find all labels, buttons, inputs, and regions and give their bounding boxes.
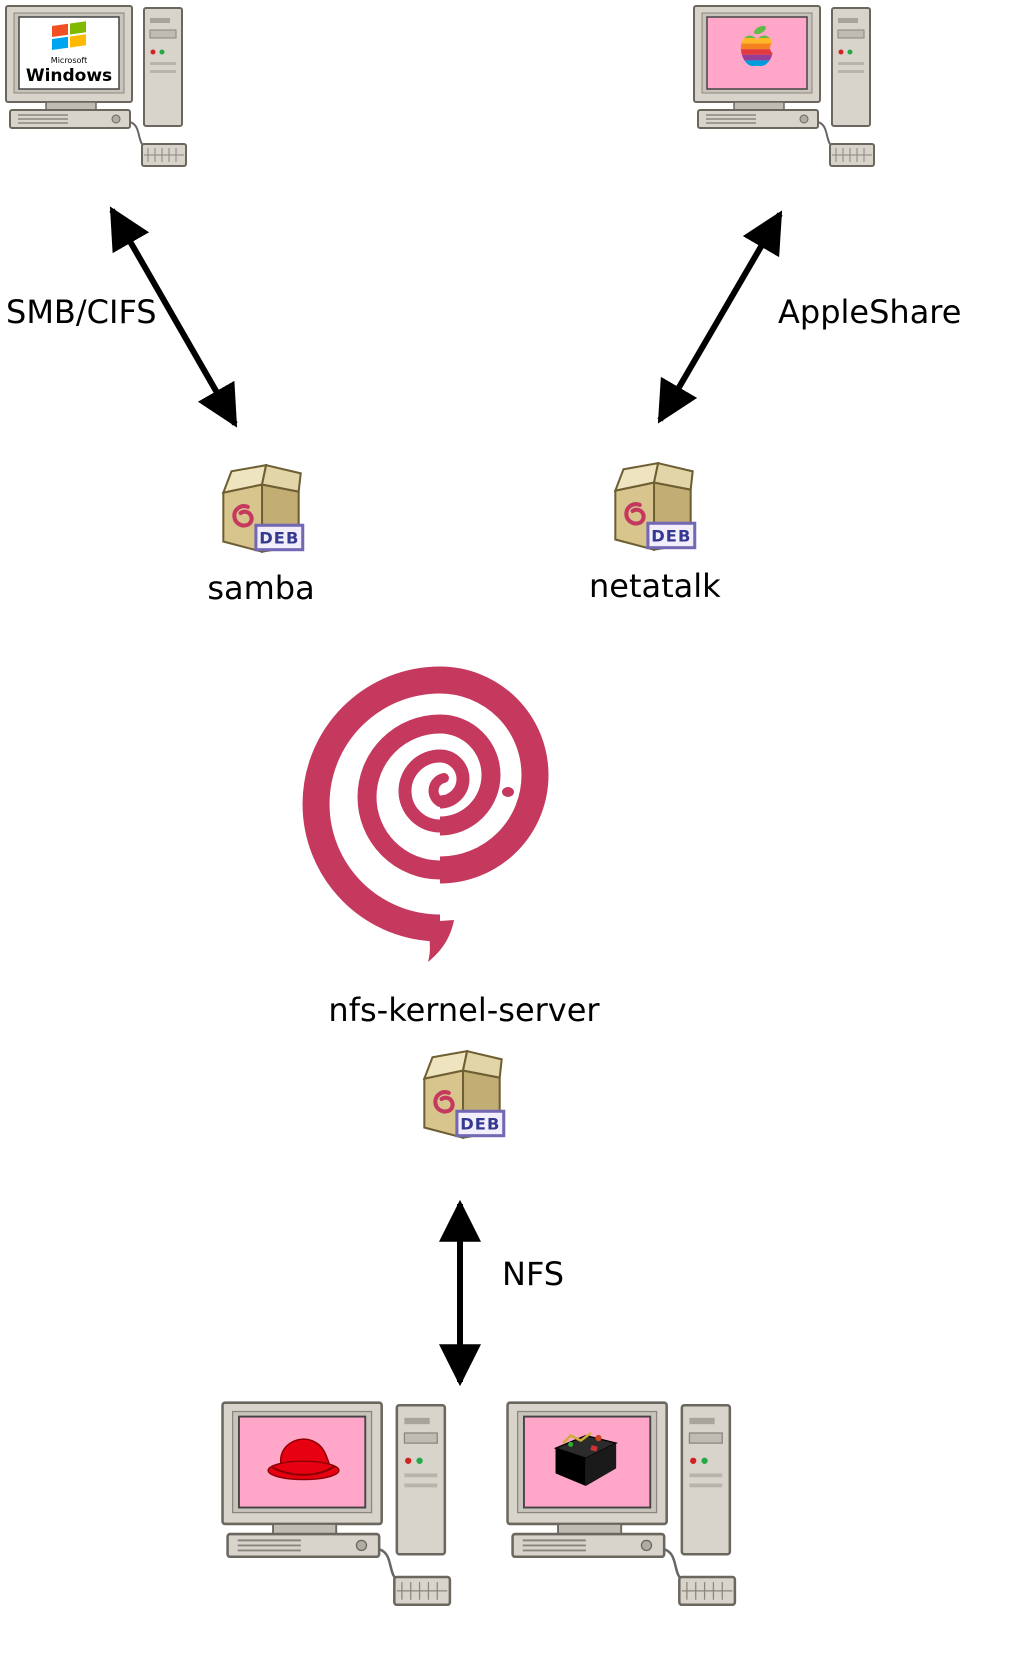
windows-brand-text: Microsoft	[51, 56, 87, 65]
deb-package-icon: DEB	[613, 461, 697, 552]
deb-badge-text: DEB	[651, 527, 691, 546]
tower	[395, 1403, 447, 1556]
samba-label: samba	[207, 569, 315, 607]
deb-badge: DEB	[646, 521, 697, 550]
monitor	[506, 1401, 668, 1559]
smb-cifs-label: SMB/CIFS	[6, 293, 157, 331]
deb-badge-text: DEB	[460, 1115, 500, 1134]
windows-screen	[18, 16, 120, 90]
keyboard	[829, 143, 875, 167]
black-crate-icon	[553, 1431, 618, 1487]
redhat-computer-icon	[221, 1401, 452, 1607]
debian-swirl-icon	[302, 666, 549, 962]
redhat-computer	[220, 1400, 460, 1610]
deb-badge-text: DEB	[259, 529, 299, 548]
netatalk-package-icon: DEB	[597, 456, 709, 562]
swirl-tail	[426, 920, 454, 962]
apple-computer-icon	[693, 5, 875, 167]
unix-computer-icon	[506, 1401, 737, 1607]
debian-swirl-logo	[300, 628, 580, 968]
nfs-package-icon: DEB	[406, 1044, 518, 1150]
debian-swirl-icon	[433, 1090, 455, 1114]
netatalk-label: netatalk	[589, 567, 721, 605]
debian-swirl-icon	[232, 504, 254, 528]
appleshare-label: AppleShare	[778, 293, 962, 331]
deb-package-icon: DEB	[221, 463, 305, 554]
appleshare-arrow	[657, 210, 783, 424]
apple-logo-icon	[740, 25, 783, 67]
redhat-logo-icon	[267, 1438, 340, 1481]
tower	[143, 7, 183, 127]
debian-swirl-icon	[624, 502, 646, 526]
windows-logo-icon	[52, 21, 86, 50]
nfs-kernel-server-label: nfs-kernel-server	[328, 991, 600, 1029]
deb-package-icon: DEB	[422, 1049, 506, 1140]
samba-package-icon: DEB	[205, 458, 317, 564]
unix-computer	[505, 1400, 745, 1610]
tower	[680, 1403, 732, 1556]
keyboard	[393, 1575, 452, 1607]
windows-computer: Microsoft Windows	[4, 4, 194, 170]
monitor	[693, 5, 821, 129]
keyboard	[678, 1575, 737, 1607]
windows-product-text: Windows	[26, 66, 112, 86]
monitor	[221, 1401, 383, 1559]
deb-badge: DEB	[254, 523, 305, 552]
apple-computer	[692, 4, 882, 170]
keyboard	[141, 143, 187, 167]
deb-badge: DEB	[455, 1109, 506, 1138]
tower	[831, 7, 871, 127]
monitor: Microsoft Windows	[5, 5, 133, 129]
windows-computer-icon: Microsoft Windows	[5, 5, 187, 167]
nfs-label: NFS	[502, 1255, 565, 1293]
